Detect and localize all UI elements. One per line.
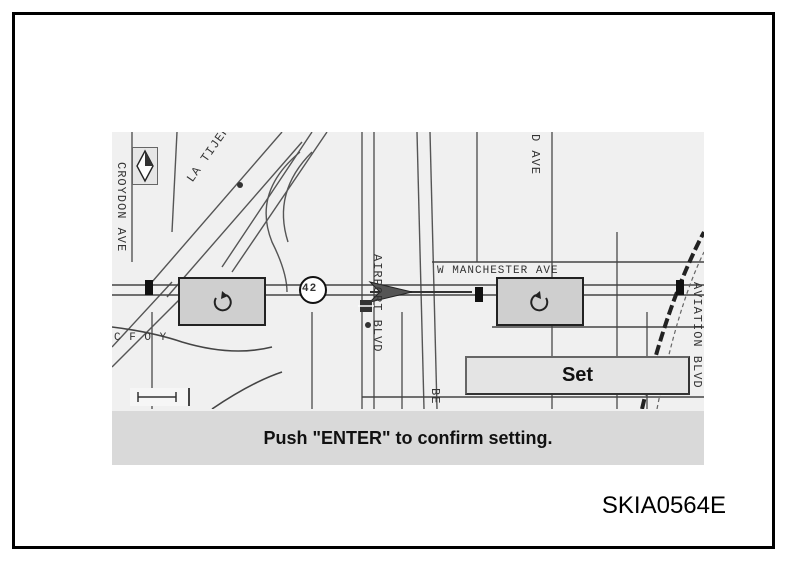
- map-scale-indicator: [130, 388, 190, 406]
- gas-station-icon: [145, 280, 684, 302]
- status-message: Push "ENTER" to confirm setting.: [112, 411, 704, 465]
- compass-icon[interactable]: [132, 147, 158, 185]
- street-label-manchester: W MANCHESTER AVE: [437, 265, 559, 277]
- street-label-partial: C F O Y: [114, 332, 168, 344]
- street-label-be: BE: [428, 388, 442, 405]
- street-label-aviation: AVIATION BLVD: [690, 282, 704, 389]
- navigation-screen: CROYDON AVE LA TIJERA AIRPORT BLVD W MAN…: [112, 132, 704, 465]
- rotate-counterclockwise-icon: [213, 291, 232, 312]
- route-shield: 42: [302, 283, 318, 295]
- street-label-croydon: CROYDON AVE: [114, 162, 128, 253]
- rotate-clockwise-icon: [530, 291, 549, 312]
- figure-code: SKIA0564E: [601, 492, 726, 519]
- map-view[interactable]: [112, 132, 704, 409]
- figure-frame: CROYDON AVE LA TIJERA AIRPORT BLVD W MAN…: [12, 12, 775, 549]
- street-label-airport: AIRPORT BLVD: [370, 254, 384, 353]
- rotate-left-button[interactable]: [178, 277, 266, 326]
- street-label-d-ave: D AVE: [528, 134, 542, 176]
- vehicle-position-icon: [358, 300, 374, 312]
- rotate-right-button[interactable]: [496, 277, 584, 326]
- set-button[interactable]: Set: [465, 356, 690, 395]
